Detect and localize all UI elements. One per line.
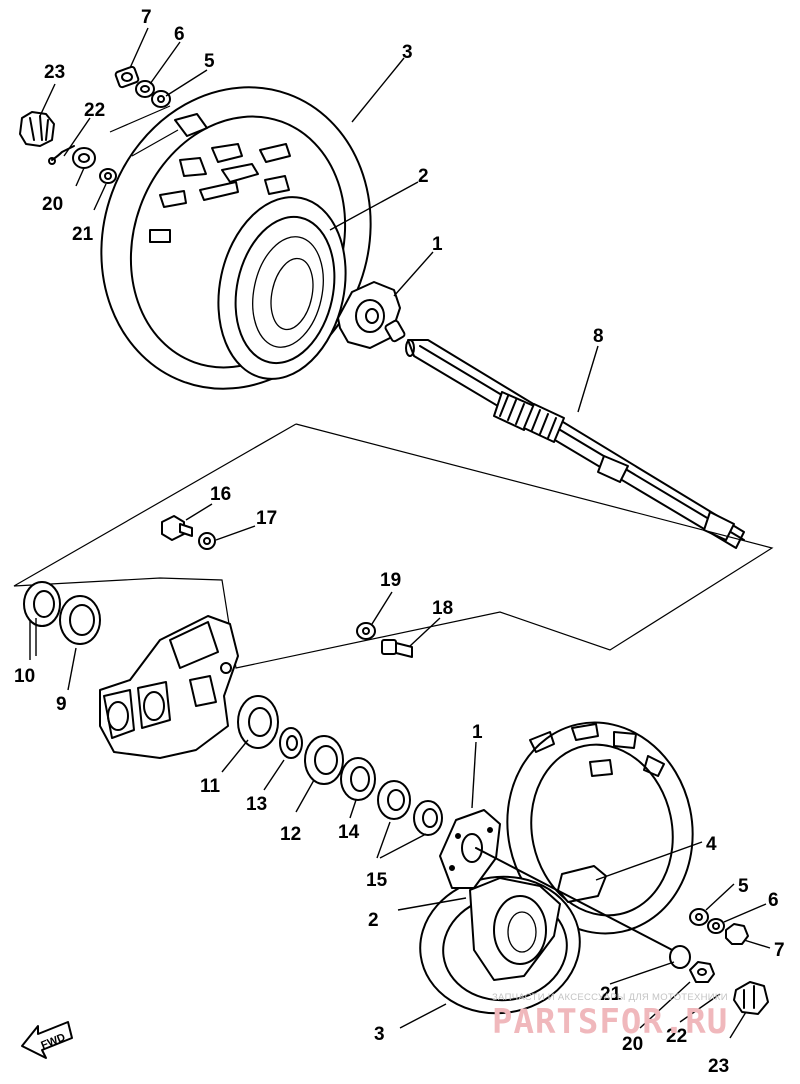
callout-23-top: 23 xyxy=(44,62,65,83)
bottom-washer-6 xyxy=(707,918,725,934)
bottom-wheel-tire xyxy=(506,721,694,935)
callout-12: 12 xyxy=(280,824,301,845)
callout-5-bottom: 5 xyxy=(738,876,749,897)
bottom-wheel-rim xyxy=(419,875,581,1015)
oil-seal-10 xyxy=(23,581,61,627)
seal-14 xyxy=(340,757,376,801)
callout-23-bottom: 23 xyxy=(708,1056,729,1077)
callout-1-bottom: 1 xyxy=(472,722,483,743)
watermark: ЗАПЧАСТИ И АКСЕССУАРЫ ДЛЯ МОТОТЕХНИКИ PA… xyxy=(492,992,728,1042)
callout-15: 15 xyxy=(366,870,388,891)
top-cotter-pin-22 xyxy=(48,145,75,165)
bolt-16 xyxy=(161,515,193,541)
callout-7-bottom: 7 xyxy=(774,940,785,961)
bearing-12 xyxy=(304,735,344,785)
top-nut-7 xyxy=(114,65,140,89)
top-washer-5 xyxy=(151,90,171,108)
callout-numbers: 7 6 5 23 22 3 2 20 21 1 8 16 17 19 18 10… xyxy=(14,7,785,1077)
bolt-18 xyxy=(381,639,413,658)
callout-3-top: 3 xyxy=(402,42,413,63)
callout-9: 9 xyxy=(56,694,67,715)
callout-17: 17 xyxy=(256,508,277,529)
bearing-11 xyxy=(237,695,279,749)
top-cap-nut-23 xyxy=(19,111,55,147)
callout-4: 4 xyxy=(706,834,717,855)
bottom-washer-5 xyxy=(689,908,709,926)
seal-15b xyxy=(413,800,443,836)
callout-18: 18 xyxy=(432,598,453,619)
bottom-castle-nut-20 xyxy=(689,961,715,983)
callout-8: 8 xyxy=(593,326,604,347)
callout-20-top: 20 xyxy=(42,194,63,215)
top-wheel-rim xyxy=(217,196,347,380)
top-washer-6 xyxy=(135,80,155,98)
top-castle-nut-20 xyxy=(72,147,96,169)
callout-7-top: 7 xyxy=(141,7,152,28)
callout-14: 14 xyxy=(338,822,360,843)
washer-19 xyxy=(356,622,376,640)
watermark-tagline: ЗАПЧАСТИ И АКСЕССУАРЫ ДЛЯ МОТОТЕХНИКИ xyxy=(492,992,728,1003)
callout-5-top: 5 xyxy=(204,51,215,72)
leader-lines xyxy=(29,27,771,1039)
bearing-9 xyxy=(59,595,101,645)
washer-17 xyxy=(198,532,216,550)
rear-axle-shaft-8 xyxy=(405,339,745,549)
callout-21-bottom: 21 xyxy=(600,984,622,1005)
spacer-13 xyxy=(279,727,303,759)
watermark-brand: PARTSFOR.RU xyxy=(492,1002,728,1042)
bottom-axle-line xyxy=(475,847,681,955)
bottom-washer-21 xyxy=(669,945,691,969)
bottom-hub-1 xyxy=(439,809,501,889)
callout-11: 11 xyxy=(200,776,221,797)
callout-6-bottom: 6 xyxy=(768,890,779,911)
callout-22-bottom: 22 xyxy=(666,1026,687,1047)
callout-13: 13 xyxy=(246,794,267,815)
seal-15a xyxy=(377,780,411,820)
assembly-outline xyxy=(13,423,774,669)
bottom-nut-7 xyxy=(725,923,749,945)
callout-20-bottom: 20 xyxy=(622,1034,643,1055)
final-drive-housing xyxy=(99,615,239,759)
callout-3-bottom: 3 xyxy=(374,1024,385,1045)
callout-21-top: 21 xyxy=(72,224,94,245)
callout-16: 16 xyxy=(210,484,231,505)
callout-1-top: 1 xyxy=(432,234,443,255)
callout-22-top: 22 xyxy=(84,100,105,121)
forward-direction-arrow: FWD xyxy=(21,1021,73,1059)
callout-2-bottom: 2 xyxy=(368,910,379,931)
callout-10: 10 xyxy=(14,666,35,687)
callout-6-top: 6 xyxy=(174,24,185,45)
bottom-cap-nut-23 xyxy=(733,981,769,1015)
top-washer-21 xyxy=(99,168,117,184)
top-hub-1 xyxy=(337,281,406,349)
callout-2-top: 2 xyxy=(418,166,429,187)
callout-19: 19 xyxy=(380,570,401,591)
